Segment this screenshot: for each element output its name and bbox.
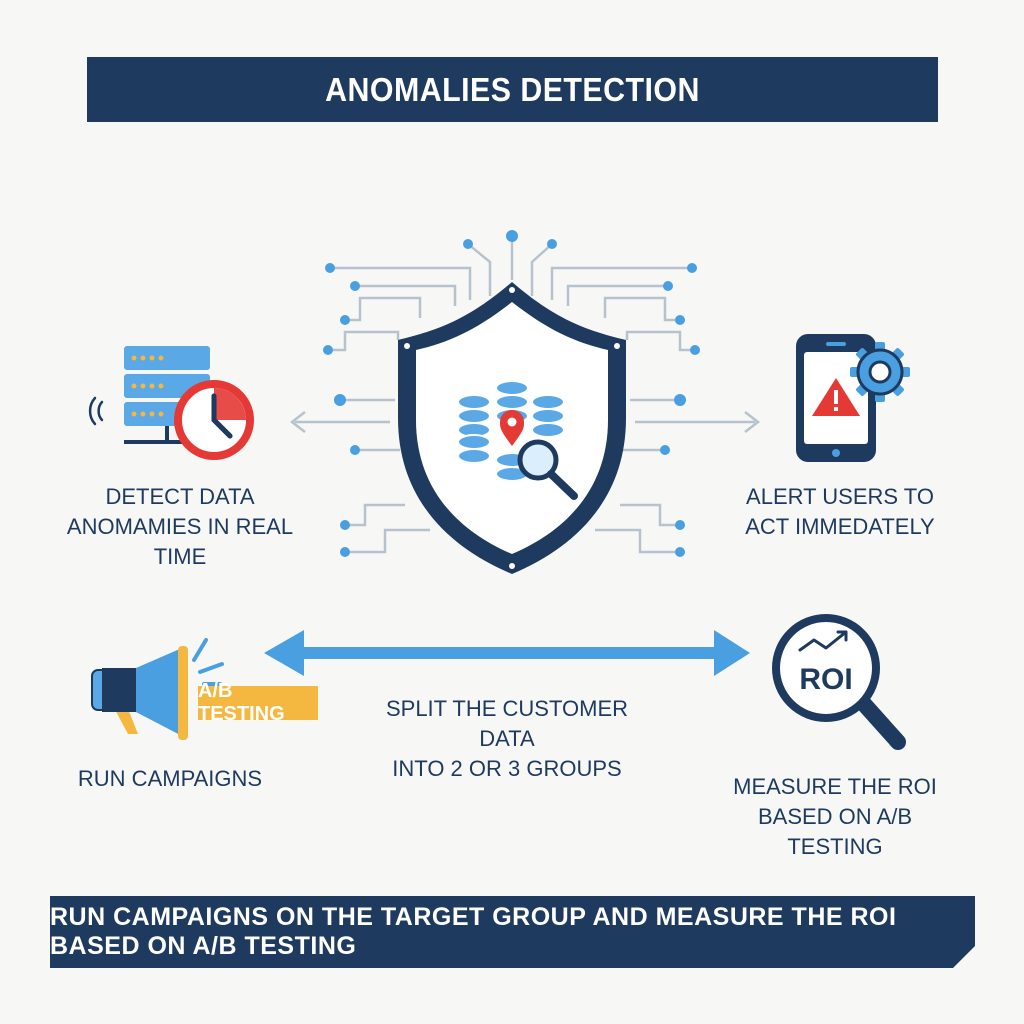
ab-testing-label: A/B TESTING (198, 680, 285, 725)
title-banner: ANOMALIES DETECTION (87, 57, 938, 122)
gear-icon (850, 342, 910, 402)
trend-up-icon (798, 630, 848, 652)
location-pin-icon (500, 410, 524, 446)
magnifier-icon (517, 439, 578, 500)
page-fold (953, 946, 975, 968)
phone-alert-gear-icon (796, 334, 910, 462)
alert-caption-line-1: ALERT USERS TO (746, 484, 934, 509)
campaigns-caption: RUN CAMPAIGNS (70, 764, 270, 794)
circuit-nodes (323, 230, 700, 557)
roi-label: ROI (799, 663, 852, 696)
database-icon (457, 380, 565, 482)
split-caption: SPLIT THE CUSTOMER DATA INTO 2 OR 3 GROU… (362, 694, 652, 784)
measure-caption: MEASURE THE ROI BASED ON A/B TESTING (710, 772, 960, 862)
megaphone-icon (91, 638, 224, 740)
footer-text: RUN CAMPAIGNS ON THE TARGET GROUP AND ME… (50, 903, 897, 960)
detect-caption: DETECT DATA ANOMAMIES IN REAL TIME (60, 482, 300, 572)
page-title: ANOMALIES DETECTION (325, 70, 700, 108)
shield-database-search-icon (398, 282, 626, 574)
measure-caption-line-1: MEASURE THE ROI (733, 774, 937, 799)
clock-icon (174, 380, 254, 460)
measure-caption-line-2: BASED ON A/B TESTING (757, 804, 913, 859)
warning-icon (812, 378, 860, 416)
magnifier-roi-icon (772, 614, 906, 750)
server-clock-icon (88, 346, 254, 460)
campaigns-caption-line-1: RUN CAMPAIGNS (77, 766, 263, 791)
circuit-lines (289, 236, 761, 554)
split-caption-line-1: SPLIT THE CUSTOMER DATA (385, 696, 629, 751)
split-caption-line-2: INTO 2 OR 3 GROUPS (392, 756, 622, 781)
footer-banner: RUN CAMPAIGNS ON THE TARGET GROUP AND ME… (50, 896, 975, 968)
detect-caption-line-2: ANOMAMIES IN REAL TIME (66, 514, 294, 569)
alert-caption-line-2: ACT IMMEDATELY (745, 514, 935, 539)
detect-caption-line-1: DETECT DATA (105, 484, 255, 509)
double-arrow (264, 630, 750, 676)
alert-caption: ALERT USERS TO ACT IMMEDATELY (740, 482, 940, 542)
ab-testing-tag: A/B TESTING (198, 680, 318, 725)
sound-waves (192, 638, 224, 686)
wifi-signal-icon (88, 396, 104, 426)
